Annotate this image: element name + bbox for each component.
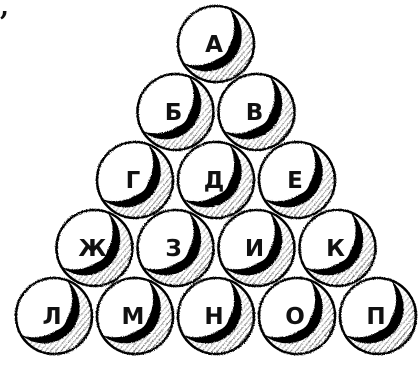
ball-14: О (259, 278, 335, 354)
ball-label: Б (165, 100, 183, 126)
ball-label: А (205, 32, 223, 58)
ball-4: Г (97, 142, 173, 218)
ball-label: П (366, 304, 385, 330)
ball-13: Н (178, 278, 254, 354)
ball-label: М (122, 304, 145, 330)
ball-label: Е (287, 168, 303, 194)
ball-1: А (178, 6, 254, 82)
ball-label: И (245, 236, 264, 262)
ball-9: И (219, 210, 295, 286)
ball-5: Д (178, 142, 254, 218)
ball-10: К (300, 210, 376, 286)
ball-label: О (285, 304, 305, 330)
ball-2: Б (138, 74, 214, 150)
ball-label: К (326, 236, 345, 262)
ball-6: Е (259, 142, 335, 218)
ball-11: Л (16, 278, 92, 354)
ball-label: Л (42, 304, 61, 330)
ball-15: П (340, 278, 416, 354)
ball-label: Д (204, 168, 224, 194)
ball-label: В (246, 100, 264, 126)
ball-12: М (97, 278, 173, 354)
ball-label: З (165, 236, 181, 262)
ball-label: Н (204, 304, 223, 330)
ball-label: Г (126, 168, 141, 194)
ball-3: В (219, 74, 295, 150)
ball-label: Ж (78, 236, 106, 262)
ball-7: Ж (57, 210, 133, 286)
ball-8: З (138, 210, 214, 286)
